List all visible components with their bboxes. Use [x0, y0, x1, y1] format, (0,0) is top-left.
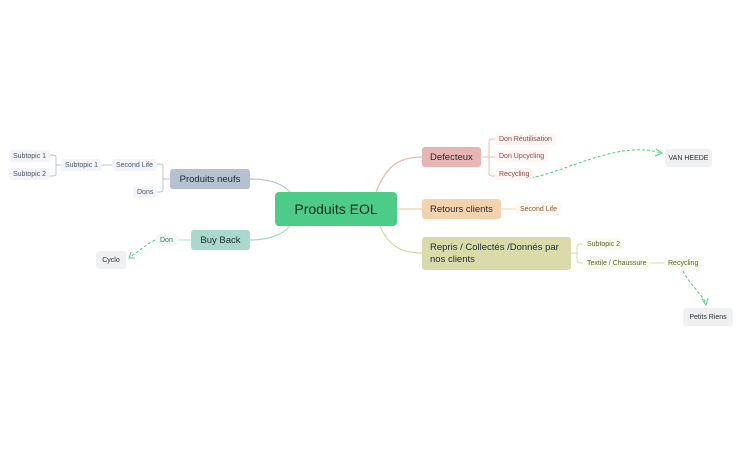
subtopic-subtopic-2-level3[interactable]: Subtopic 2 [9, 168, 51, 180]
topic-defecteux[interactable]: Defecteux [422, 147, 481, 167]
subtopic-second-life-neufs[interactable]: Second Life [112, 159, 157, 171]
link-buy-back [249, 225, 291, 241]
floating-topic-petits-riens[interactable]: Petits Riens [683, 308, 733, 326]
subtopic-subtopic-1-level2[interactable]: Subtopic 1 [61, 159, 103, 171]
subtopic-subtopic-2-repris[interactable]: Subtopic 2 [583, 238, 625, 250]
relation-arrowhead-petitsriens [701, 297, 709, 307]
link-repris [379, 225, 423, 254]
subtopic-don-reutilisation[interactable]: Don Réutilisation [495, 133, 556, 145]
topic-retours-clients[interactable]: Retours clients [422, 199, 501, 219]
floating-topic-van-heede[interactable]: VAN HEEDE [665, 149, 712, 167]
relation-recycling-vanheede [530, 149, 662, 179]
subtopic-subtopic-1-level3[interactable]: Subtopic 1 [9, 150, 51, 162]
subtopic-recycling-textile[interactable]: Recycling [664, 257, 703, 269]
subtopic-recycling-defecteux[interactable]: Recycling [495, 168, 534, 180]
link-defecteux [375, 156, 423, 193]
topic-produits-neufs[interactable]: Produits neufs [170, 169, 250, 189]
link-produits-neufs [249, 178, 291, 193]
link-repris-children [570, 243, 584, 264]
link-defecteux-children [483, 138, 496, 177]
subtopic-second-life-retours[interactable]: Second Life [516, 203, 561, 215]
topic-buy-back[interactable]: Buy Back [191, 230, 250, 250]
relation-recycling-petitsriens [682, 270, 707, 304]
subtopic-don[interactable]: Don [156, 234, 177, 246]
topic-repris[interactable]: Repris / Collectés /Donnés par nos clien… [422, 237, 571, 270]
relation-arrowhead-vanheede [654, 148, 664, 157]
floating-topic-cyclo[interactable]: Cyclo [96, 251, 126, 269]
subtopic-dons[interactable]: Dons [133, 186, 158, 198]
relation-don-cyclo [129, 239, 156, 258]
relation-arrowhead-cyclo [128, 251, 135, 259]
link-produits-neufs-children [156, 163, 170, 193]
central-topic[interactable]: Produits EOL [275, 192, 397, 226]
subtopic-textile-chaussure[interactable]: Textile / Chaussure [583, 257, 651, 269]
subtopic-don-upcycling[interactable]: Don Upcycling [495, 150, 549, 162]
link-subtopic-children [49, 154, 62, 177]
